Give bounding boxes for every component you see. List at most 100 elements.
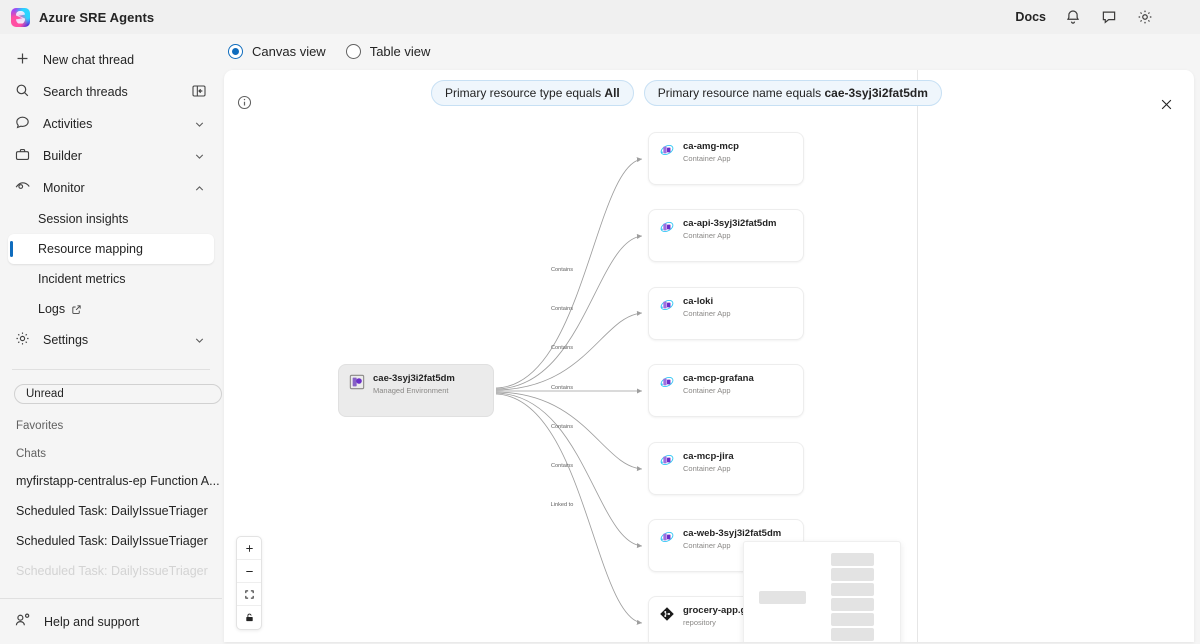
graph-node-ca-api[interactable]: ca-api-3syj3i2fat5dm Container App — [648, 209, 804, 262]
main-area: Canvas view Table view Primary resource … — [222, 34, 1200, 644]
search-icon — [14, 82, 31, 102]
node-title: ca-mcp-jira — [683, 451, 734, 462]
graph-node-ca-mcp-jira[interactable]: ca-mcp-jira Container App — [648, 442, 804, 495]
help-and-support-button[interactable]: Help and support — [0, 598, 222, 644]
canvas-zoom-controls — [236, 536, 262, 630]
skeleton-bar — [831, 598, 874, 611]
bell-icon[interactable] — [1064, 8, 1082, 26]
sidebar-item-activities[interactable]: Activities — [8, 108, 214, 140]
gear-icon[interactable] — [1136, 8, 1154, 26]
skeleton-bar — [831, 583, 874, 596]
edge-label: Contains — [551, 424, 573, 430]
radio-indicator — [228, 43, 243, 59]
chevron-down-icon — [195, 153, 204, 159]
sidebar-primary-nav: New chat thread Search threads Activitie… — [0, 34, 222, 356]
close-icon[interactable] — [1154, 92, 1178, 116]
app-title: Azure SRE Agents — [39, 9, 155, 25]
node-title: ca-amg-mcp — [683, 141, 739, 152]
help-people-icon — [14, 611, 32, 632]
list-item[interactable]: Scheduled Task: DailyIssueTriager — [16, 504, 208, 518]
chevron-down-icon — [195, 121, 204, 127]
resource-map-panel: Primary resource type equals All Primary… — [224, 70, 1194, 642]
zoom-in-button[interactable] — [237, 537, 261, 560]
zoom-out-button[interactable] — [237, 560, 261, 583]
plus-icon — [14, 50, 31, 70]
container-app-icon — [660, 144, 674, 156]
sidebar-subitem-label: Incident metrics — [38, 272, 126, 286]
skeleton-bar — [831, 613, 874, 626]
panel-collapse-icon[interactable] — [188, 80, 210, 102]
sidebar-item-label: Search threads — [43, 85, 128, 99]
filter-prefix: Primary resource name equals — [657, 86, 825, 100]
node-subtitle: Container App — [683, 386, 731, 395]
unread-filter-chip[interactable]: Unread — [14, 384, 222, 404]
graph-node-ca-mcp-grafana[interactable]: ca-mcp-grafana Container App — [648, 364, 804, 417]
container-app-icon — [660, 299, 674, 311]
sidebar: New chat thread Search threads Activitie… — [0, 34, 222, 644]
sidebar-item-session-insights[interactable]: Session insights — [8, 204, 214, 234]
container-app-icon — [660, 454, 674, 466]
chat-list[interactable]: myfirstapp-centralus-ep Function A... Sc… — [0, 466, 222, 586]
filter-chip-resource-type[interactable]: Primary resource type equals All — [431, 80, 634, 106]
node-title: cae-3syj3i2fat5dm — [373, 373, 455, 384]
lock-canvas-button[interactable] — [237, 606, 261, 629]
graph-edges: Contains Contains Contains Contains Cont… — [495, 157, 643, 625]
sidebar-item-incident-metrics[interactable]: Incident metrics — [8, 264, 214, 294]
favorites-group-label: Favorites — [16, 420, 64, 432]
sidebar-item-label: Monitor — [43, 181, 85, 195]
briefcase-icon — [14, 146, 31, 166]
gear-icon — [14, 330, 31, 350]
node-title: ca-loki — [683, 296, 714, 307]
graph-node-center[interactable]: cae-3syj3i2fat5dm Managed Environment — [338, 364, 494, 417]
graph-canvas[interactable]: Contains Contains Contains Contains Cont… — [224, 70, 1194, 642]
git-repository-icon — [660, 607, 674, 621]
docs-link[interactable]: Docs — [1015, 10, 1046, 24]
managed-environment-icon — [349, 374, 365, 390]
filter-prefix: Primary resource type equals — [445, 86, 605, 100]
radio-label: Table view — [369, 43, 431, 59]
filter-chip-resource-name[interactable]: Primary resource name equals cae-3syj3i2… — [643, 80, 942, 106]
radio-table-view[interactable]: Table view — [345, 43, 431, 59]
help-and-support-label: Help and support — [44, 614, 140, 629]
sidebar-item-resource-mapping[interactable]: Resource mapping — [8, 234, 214, 264]
graph-node-ca-loki[interactable]: ca-loki Container App — [648, 287, 804, 340]
edge-label: Contains — [551, 306, 573, 312]
chat-bubble-icon — [14, 114, 31, 134]
sidebar-item-new-chat-thread[interactable]: New chat thread — [8, 44, 214, 76]
fit-view-button[interactable] — [237, 583, 261, 606]
container-app-icon — [660, 531, 674, 543]
container-app-icon — [660, 376, 674, 388]
sidebar-item-builder[interactable]: Builder — [8, 140, 214, 172]
radio-canvas-view[interactable]: Canvas view — [228, 43, 326, 59]
sidebar-item-monitor[interactable]: Monitor — [8, 172, 214, 204]
info-circle-icon[interactable] — [236, 94, 256, 114]
sidebar-item-label: New chat thread — [43, 53, 135, 67]
sidebar-item-settings[interactable]: Settings — [8, 324, 214, 356]
sidebar-item-label: Activities — [43, 117, 93, 131]
node-title: ca-mcp-grafana — [683, 373, 754, 384]
node-title: grocery-app.git — [683, 605, 753, 616]
chats-group-label: Chats — [16, 448, 47, 460]
chat-icon[interactable] — [1100, 8, 1118, 26]
sidebar-item-search-threads[interactable]: Search threads — [8, 76, 214, 108]
node-subtitle: Container App — [683, 154, 731, 163]
node-text: ca-mcp-grafana Container App — [683, 373, 754, 396]
sidebar-subitem-label: Session insights — [38, 212, 129, 226]
top-bar-actions: Docs — [1015, 8, 1200, 26]
node-title: ca-api-3syj3i2fat5dm — [683, 218, 777, 229]
sidebar-subitem-label: Logs — [38, 302, 66, 316]
graph-node-ca-amg-mcp[interactable]: ca-amg-mcp Container App — [648, 132, 804, 185]
list-item[interactable]: Scheduled Task: DailyIssueTriager — [16, 534, 208, 548]
chevron-up-icon — [195, 185, 204, 191]
skeleton-bar — [831, 553, 874, 566]
resource-details-loading-skeleton — [743, 541, 901, 642]
list-item[interactable]: myfirstapp-centralus-ep Function A... — [16, 474, 220, 488]
list-item[interactable]: Scheduled Task: DailyIssueTriager — [16, 564, 208, 578]
edge-label: Contains — [551, 345, 573, 351]
app-brand: Azure SRE Agents — [0, 7, 155, 27]
sidebar-item-logs[interactable]: Logs — [8, 294, 214, 324]
sidebar-item-label: Builder — [43, 149, 82, 163]
eye-icon — [14, 178, 31, 198]
node-text: ca-amg-mcp Container App — [683, 141, 739, 164]
